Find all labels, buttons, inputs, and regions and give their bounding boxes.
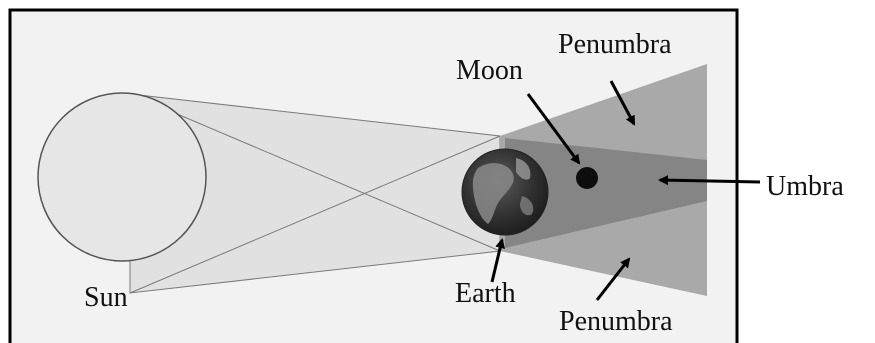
moon-label: Moon — [456, 55, 523, 86]
earth-arrow — [490, 238, 506, 283]
penumbra-bottom-label: Penumbra — [559, 306, 673, 337]
sun-disc — [37, 92, 207, 262]
penumbra-top-label: Penumbra — [558, 29, 672, 60]
moon-disc — [576, 167, 598, 189]
moon-arrow — [526, 93, 581, 165]
penumbra-bottom-arrow — [595, 257, 631, 301]
earth-globe — [461, 148, 549, 236]
crossing-ray-2 — [129, 135, 501, 294]
sun-label: Sun — [84, 282, 128, 313]
earth-label: Earth — [455, 278, 516, 309]
crossing-ray-1 — [129, 93, 501, 252]
umbra-arrow — [658, 175, 761, 186]
penumbra-top-arrow — [609, 80, 636, 126]
umbra-label: Umbra — [766, 171, 844, 202]
umbra-shadow — [505, 138, 707, 248]
